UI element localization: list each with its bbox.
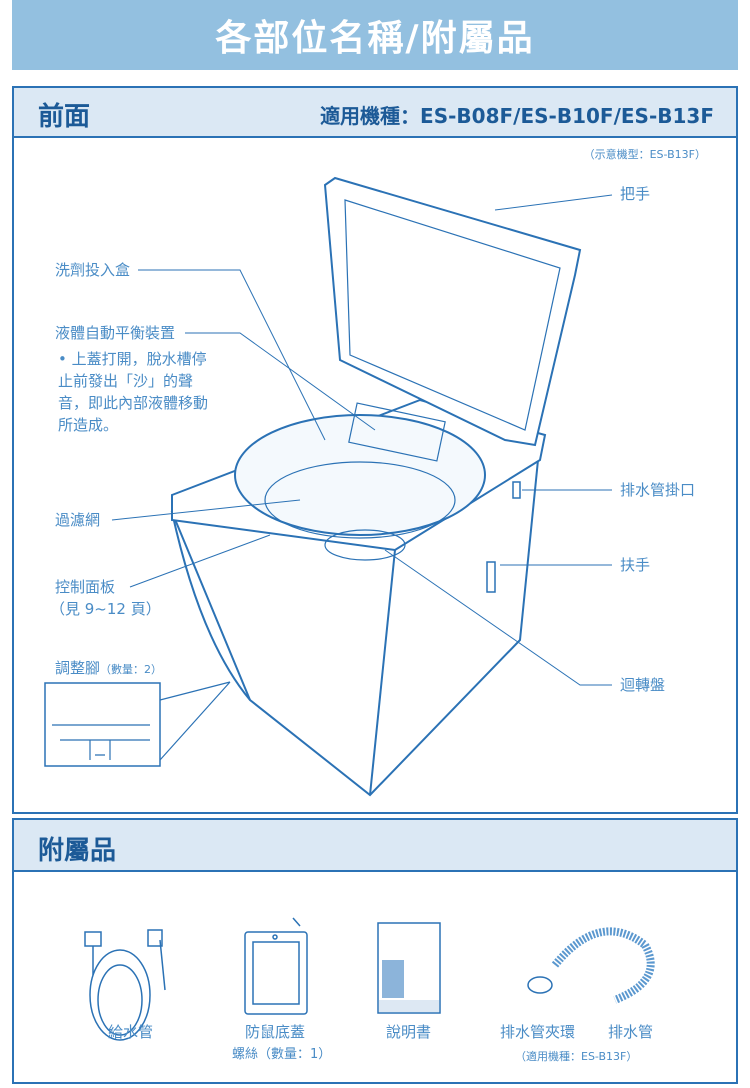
label-detergent-box: 洗劑投入盒 bbox=[55, 261, 131, 279]
drain-hose-model-note: （適用機種：ES-B13F） bbox=[515, 1050, 638, 1063]
label-drain-hook: 排水管掛口 bbox=[620, 481, 696, 499]
label-feet: 調整腳（數量：2） bbox=[55, 657, 162, 681]
front-title: 前面 bbox=[38, 102, 91, 132]
illustration-model-note: （示意機型：ES-B13F） bbox=[583, 148, 706, 161]
label-handle: 把手 bbox=[620, 185, 651, 203]
label-control-panel: 控制面板 bbox=[55, 578, 116, 596]
label-grip: 扶手 bbox=[620, 556, 651, 574]
page-banner: 各部位名稱/附屬品 bbox=[12, 0, 738, 70]
label-pulsator: 迴轉盤 bbox=[620, 676, 666, 694]
accessory-inlet-hose: 給水管 bbox=[108, 1023, 154, 1041]
accessory-manual: 說明書 bbox=[386, 1023, 432, 1041]
accessories-section: 附屬品 bbox=[12, 818, 738, 1084]
feet-qty: （數量：2） bbox=[100, 663, 163, 676]
balancer-note: • 上蓋打開，脫水槽停止前發出「沙」的聲音，即此內部液體移動所造成。 bbox=[58, 350, 209, 434]
accessory-drain-clamp: 排水管夾環 bbox=[500, 1023, 576, 1041]
label-filter: 過濾網 bbox=[55, 511, 101, 529]
front-header: 前面 適用機種：ES-B08F/ES-B10F/ES-B13F bbox=[14, 88, 736, 138]
accessory-screw: 螺絲（數量：1） bbox=[232, 1047, 332, 1062]
accessory-drain-hose: 排水管 bbox=[608, 1023, 654, 1041]
control-panel-page-ref: （見 9~12 頁） bbox=[50, 600, 161, 618]
applicable-models: 適用機種：ES-B08F/ES-B10F/ES-B13F bbox=[320, 104, 714, 128]
feet-label-text: 調整腳 bbox=[55, 659, 101, 677]
page-title: 各部位名稱/附屬品 bbox=[215, 18, 535, 59]
label-balancer: 液體自動平衡裝置 bbox=[55, 324, 176, 342]
accessory-rodent-cover: 防鼠底蓋 bbox=[245, 1023, 306, 1041]
accessories-header: 附屬品 bbox=[14, 820, 736, 872]
accessories-title: 附屬品 bbox=[38, 836, 117, 866]
